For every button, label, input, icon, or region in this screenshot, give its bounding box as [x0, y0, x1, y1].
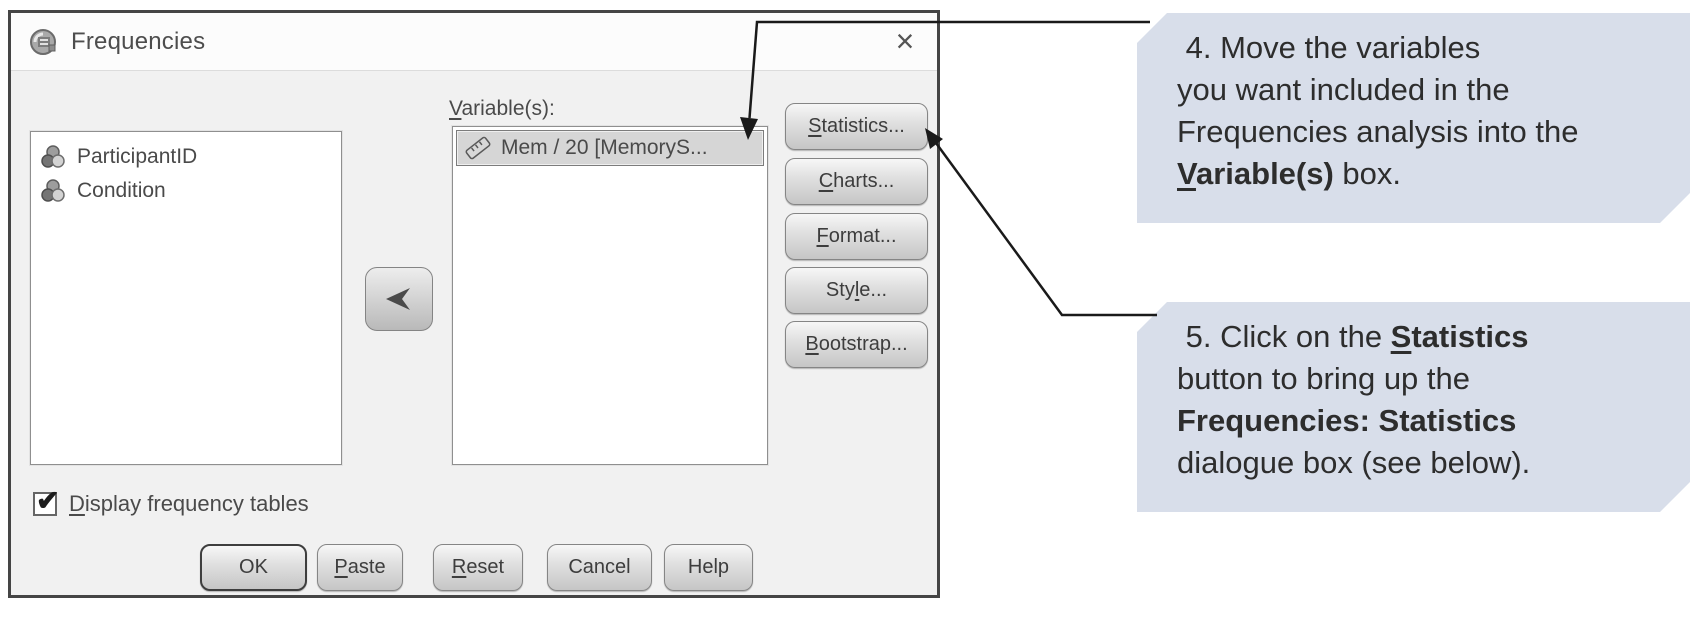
display-frequency-tables-checkbox[interactable]: ✔: [33, 485, 59, 516]
checkbox-label: Display frequency tables: [69, 491, 309, 516]
list-item[interactable]: ParticipantID: [31, 140, 341, 174]
cancel-button[interactable]: Cancel: [547, 544, 652, 591]
dialog-titlebar[interactable]: Frequencies ×: [11, 13, 937, 71]
variable-name: Condition: [77, 179, 166, 202]
callout-line: Variable(s) box.: [1177, 156, 1402, 191]
selected-variables-list[interactable]: Mem / 20 [MemoryS...: [452, 126, 768, 465]
close-icon[interactable]: ×: [895, 23, 915, 59]
app-icon: [30, 28, 56, 55]
transfer-button[interactable]: [365, 267, 433, 331]
source-variable-list[interactable]: ParticipantID Condition: [30, 131, 342, 465]
display-frequency-tables-row: ✔ Display frequency tables: [33, 485, 309, 517]
arrow-to-statistics-button: [934, 142, 1157, 317]
callout-line: 5. Click on the Statistics: [1177, 319, 1529, 354]
callout-step-5: 5. Click on the Statistics button to bri…: [1137, 302, 1690, 512]
callout-line: you want included in the: [1177, 72, 1510, 107]
scale-icon: [465, 136, 491, 160]
callout-line: 4. Move the variables: [1177, 30, 1481, 65]
variable-name: Mem / 20 [MemoryS...: [501, 136, 708, 159]
callout-line: Frequencies analysis into the: [1177, 114, 1579, 149]
frequencies-dialog: Frequencies × Variable(s): ParticipantID: [8, 10, 940, 598]
selected-variable-item[interactable]: Mem / 20 [MemoryS...: [456, 130, 764, 166]
dialog-title: Frequencies: [71, 27, 206, 55]
transfer-arrow-icon: [386, 288, 410, 310]
callout-line: Frequencies: Statistics: [1177, 403, 1517, 438]
nominal-icon: [41, 145, 65, 168]
help-button[interactable]: Help: [664, 544, 753, 591]
callout-line: dialogue box (see below).: [1177, 445, 1531, 480]
list-item[interactable]: Condition: [31, 174, 341, 208]
variables-label: Variable(s):: [449, 97, 555, 120]
ok-button[interactable]: OK: [200, 544, 307, 591]
nominal-icon: [41, 179, 65, 202]
callout-line: button to bring up the: [1177, 361, 1471, 396]
check-icon: ✔: [36, 485, 60, 516]
variable-name: ParticipantID: [77, 145, 198, 168]
callout-step-4: 4. Move the variables you want included …: [1137, 13, 1690, 223]
